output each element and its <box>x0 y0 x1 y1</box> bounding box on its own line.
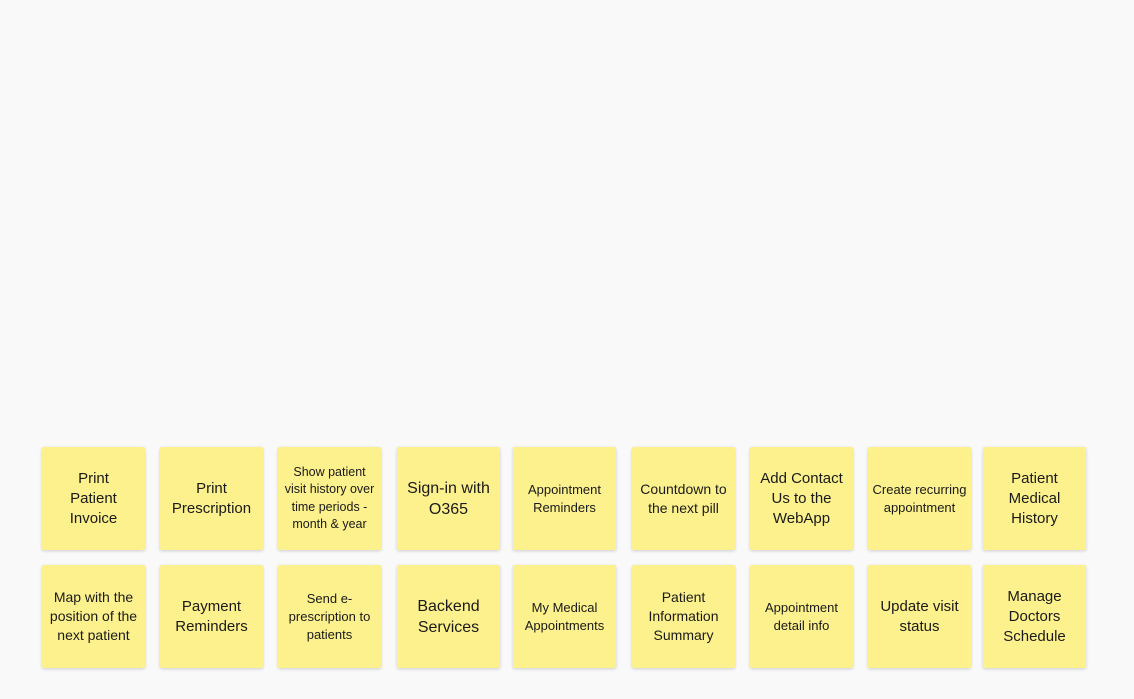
sticky-note-patient-medical-history[interactable]: Patient Medical History <box>983 447 1086 550</box>
sticky-note-text: Patient Medical History <box>1008 469 1061 527</box>
sticky-note-my-medical-appointments[interactable]: My Medical Appointments <box>513 565 616 668</box>
sticky-note-text: Send e-prescription to patients <box>288 590 371 642</box>
sticky-note-text: Sign-in with O365 <box>407 479 490 518</box>
sticky-note-backend-services[interactable]: Backend Services <box>397 565 500 668</box>
sticky-note-create-recurring-appointment[interactable]: Create recurring appointment <box>868 447 971 550</box>
sticky-note-text: Update visit status <box>880 597 959 635</box>
sticky-note-text: Payment Reminders <box>175 597 248 635</box>
sticky-note-appointment-detail-info[interactable]: Appointment detail info <box>750 565 853 668</box>
sticky-note-countdown-next-pill[interactable]: Countdown to the next pill <box>632 447 735 550</box>
sticky-note-text: Manage Doctors Schedule <box>1003 587 1066 645</box>
sticky-note-map-next-patient[interactable]: Map with the position of the next patien… <box>42 565 145 668</box>
sticky-note-text: My Medical Appointments <box>524 599 605 633</box>
sticky-note-payment-reminders[interactable]: Payment Reminders <box>160 565 263 668</box>
sticky-note-show-patient-visit-history[interactable]: Show patient visit history over time per… <box>278 447 381 550</box>
sticky-note-text: Patient Information Summary <box>648 589 719 643</box>
sticky-note-text: Print Patient Invoice <box>69 469 118 527</box>
sticky-note-text: Create recurring appointment <box>872 481 967 515</box>
sticky-note-text: Print Prescription <box>171 479 252 517</box>
sticky-note-text: Countdown to the next pill <box>640 480 727 516</box>
sticky-note-text: Appointment detail info <box>765 599 838 633</box>
sticky-note-add-contact-us[interactable]: Add Contact Us to the WebApp <box>750 447 853 550</box>
sticky-note-text: Add Contact Us to the WebApp <box>760 469 843 527</box>
sticky-note-appointment-reminders[interactable]: Appointment Reminders <box>513 447 616 550</box>
sticky-note-patient-information-summary[interactable]: Patient Information Summary <box>632 565 735 668</box>
sticky-note-update-visit-status[interactable]: Update visit status <box>868 565 971 668</box>
sticky-note-manage-doctors-schedule[interactable]: Manage Doctors Schedule <box>983 565 1086 668</box>
sticky-note-text: Backend Services <box>417 597 480 636</box>
sticky-note-print-prescription[interactable]: Print Prescription <box>160 447 263 550</box>
sticky-note-print-patient-invoice[interactable]: Print Patient Invoice <box>42 447 145 550</box>
sticky-note-send-e-prescription[interactable]: Send e-prescription to patients <box>278 565 381 668</box>
sticky-note-text: Appointment Reminders <box>528 481 601 515</box>
sticky-note-sign-in-o365[interactable]: Sign-in with O365 <box>397 447 500 550</box>
sticky-note-text: Map with the position of the next patien… <box>49 589 138 643</box>
sticky-note-text: Show patient visit history over time per… <box>284 464 375 532</box>
